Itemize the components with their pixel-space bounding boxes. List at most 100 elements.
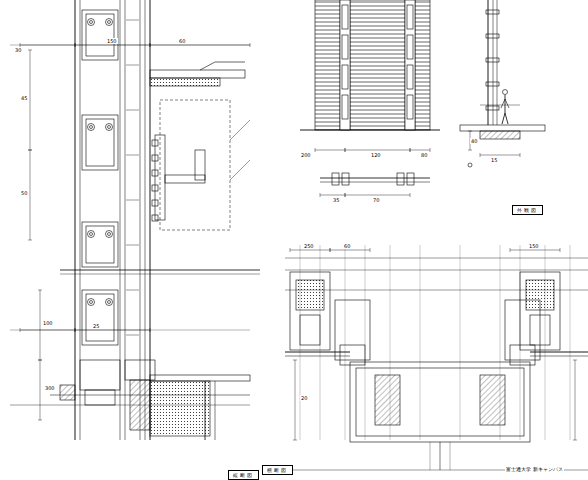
line xyxy=(505,95,506,113)
profile xyxy=(82,10,118,60)
line xyxy=(440,442,441,470)
dimension: 100 xyxy=(42,320,54,326)
line xyxy=(215,62,245,63)
line xyxy=(345,148,346,152)
profile xyxy=(407,5,413,29)
dimension: 25 xyxy=(92,323,100,329)
line xyxy=(570,245,571,440)
line xyxy=(126,65,139,66)
profile xyxy=(82,290,118,345)
bolt xyxy=(468,163,472,167)
bolt xyxy=(108,301,111,304)
line xyxy=(126,335,139,336)
bolt xyxy=(108,233,111,236)
line xyxy=(315,150,345,151)
bolt xyxy=(88,124,95,131)
profile xyxy=(486,34,499,38)
line xyxy=(215,381,216,440)
line xyxy=(573,440,577,441)
line xyxy=(530,352,588,353)
profile xyxy=(350,362,530,442)
profile xyxy=(397,173,404,185)
dimension: 40 xyxy=(470,138,478,144)
bolt xyxy=(90,21,93,24)
line xyxy=(145,0,146,440)
profile xyxy=(155,135,165,220)
bolt xyxy=(90,126,93,129)
line xyxy=(330,248,331,252)
bolt xyxy=(106,124,113,131)
line xyxy=(60,270,260,271)
dimension: 60 xyxy=(178,38,186,44)
line xyxy=(28,240,32,241)
bolt xyxy=(106,19,113,26)
line xyxy=(480,153,481,157)
bolt xyxy=(90,301,93,304)
dimension: 150 xyxy=(528,243,540,249)
dimension: 15 xyxy=(490,157,498,163)
line xyxy=(502,113,505,124)
line xyxy=(10,45,250,46)
line xyxy=(300,130,440,131)
profile xyxy=(125,360,155,380)
profile xyxy=(342,173,349,185)
line xyxy=(126,110,139,111)
line xyxy=(510,250,560,251)
profile xyxy=(315,0,430,130)
profile xyxy=(150,78,220,86)
line xyxy=(410,150,430,151)
view-title-box: 縦断図 xyxy=(228,470,259,480)
profile xyxy=(86,14,114,56)
profile xyxy=(86,226,114,263)
line xyxy=(38,360,42,361)
line xyxy=(520,245,521,440)
line xyxy=(315,148,316,152)
line xyxy=(345,150,410,151)
profile xyxy=(165,175,205,183)
profile xyxy=(407,65,413,89)
view-title-box: 横断図 xyxy=(262,465,293,475)
line xyxy=(505,113,508,124)
line xyxy=(285,352,350,353)
view-title: 横断図 xyxy=(267,467,288,473)
line xyxy=(126,200,139,201)
line xyxy=(50,395,250,396)
profile xyxy=(60,385,75,400)
line xyxy=(410,148,411,152)
line xyxy=(510,248,511,252)
line xyxy=(390,245,391,440)
line xyxy=(285,356,350,357)
line xyxy=(410,193,411,197)
line xyxy=(60,274,260,275)
line xyxy=(295,360,296,440)
line xyxy=(420,245,421,440)
line xyxy=(501,99,505,108)
bolt xyxy=(106,299,113,306)
profile xyxy=(290,272,330,350)
dimension: 50 xyxy=(20,190,28,196)
profile xyxy=(356,368,524,436)
view-title-box: 外観図 xyxy=(512,205,543,215)
line xyxy=(560,248,561,252)
profile xyxy=(407,173,414,185)
line xyxy=(480,105,520,106)
line xyxy=(285,270,588,271)
profile xyxy=(86,119,114,166)
dimension: 80 xyxy=(420,152,428,158)
line xyxy=(230,120,250,140)
profile xyxy=(152,155,158,161)
dimension: 120 xyxy=(370,152,382,158)
profile xyxy=(342,95,348,119)
profile xyxy=(480,375,505,425)
line xyxy=(205,381,206,440)
line xyxy=(320,178,430,179)
line xyxy=(345,193,346,197)
dimension: 70 xyxy=(372,197,380,203)
line xyxy=(38,420,42,421)
profile xyxy=(407,95,413,119)
profile xyxy=(486,58,499,62)
line xyxy=(345,245,346,440)
line xyxy=(365,245,366,440)
line xyxy=(300,245,301,440)
